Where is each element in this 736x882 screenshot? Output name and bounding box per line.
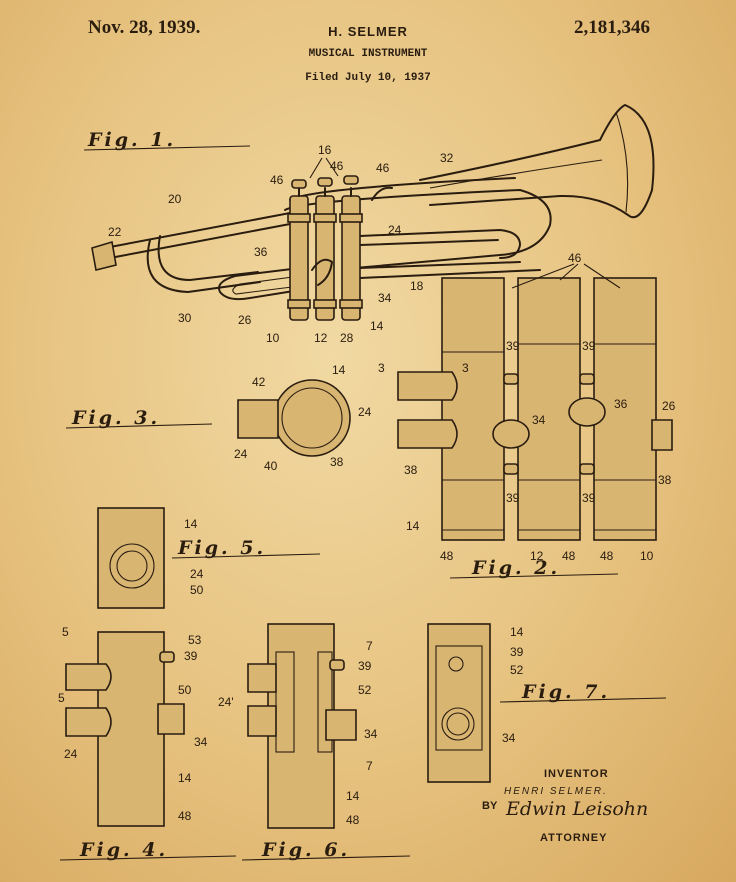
ref-52: 52 — [358, 683, 372, 697]
ref-26: 26 — [238, 313, 252, 327]
ref-24: 24 — [358, 405, 372, 419]
ref-48: 48 — [440, 549, 454, 563]
ref-46: 46 — [376, 161, 390, 175]
patent-date: Nov. 28, 1939. — [88, 17, 201, 38]
ref-24: 24 — [388, 223, 402, 237]
ref-3: 3 — [462, 361, 469, 375]
ref-34: 34 — [378, 291, 392, 305]
fig5-label: Fig. 5. — [177, 537, 266, 559]
fig7-drawing: Fig. 7. 14 39 52 34 — [427, 623, 667, 783]
ref-53: 53 — [188, 633, 202, 647]
ref-34: 34 — [502, 731, 516, 745]
patent-number: 2,181,346 — [574, 17, 650, 38]
ref-34: 34 — [532, 413, 546, 427]
ref-18: 18 — [410, 279, 424, 293]
fig6-label: Fig. 6. — [261, 839, 350, 861]
fig3-label: Fig. 3. — [71, 407, 160, 429]
ref-34: 34 — [364, 727, 378, 741]
ref-26: 26 — [662, 399, 676, 413]
inventor-label: INVENTOR — [544, 768, 609, 780]
ref-24: 24 — [190, 567, 204, 581]
ref-46: 46 — [568, 251, 582, 265]
ref-7: 7 — [366, 639, 373, 653]
fig4-label: Fig. 4. — [79, 839, 168, 861]
ref-12: 12 — [530, 549, 544, 563]
ref-14: 14 — [510, 625, 524, 639]
ref-28: 28 — [340, 331, 354, 345]
ref-10: 10 — [640, 549, 654, 563]
ref-39: 39 — [582, 339, 596, 353]
ref-48: 48 — [562, 549, 576, 563]
ref-42: 42 — [252, 375, 266, 389]
cross-section-figure: Fig. 3. 42 14 24 40 38 — [65, 363, 351, 473]
ref-10: 10 — [266, 331, 280, 345]
ref-14: 14 — [346, 789, 360, 803]
ref-46: 46 — [270, 173, 284, 187]
ref-14: 14 — [370, 319, 384, 333]
attorney-signature: Edwin Leisohn — [506, 798, 649, 820]
ref-39: 39 — [582, 491, 596, 505]
ref-5: 5 — [58, 691, 65, 705]
fig1-label: Fig. 1. — [87, 129, 176, 151]
ref-52: 52 — [510, 663, 524, 677]
ref-14: 14 — [178, 771, 192, 785]
ref-38: 38 — [330, 455, 344, 469]
ref-50: 50 — [190, 583, 204, 597]
ref-34: 34 — [194, 735, 208, 749]
by-label: BY — [482, 800, 498, 812]
ref-14: 14 — [332, 363, 346, 377]
ref-3: 3 — [378, 361, 385, 375]
trumpet-figure: Fig. 1. 16 46 46 46 32 20 22 36 24 18 34… — [83, 104, 655, 345]
ref-39: 39 — [506, 339, 520, 353]
ref-46: 46 — [330, 159, 344, 173]
ref-39: 39 — [184, 649, 198, 663]
ref-30: 30 — [178, 311, 192, 325]
ref-14: 14 — [184, 517, 198, 531]
ref-39: 39 — [510, 645, 524, 659]
ref-38: 38 — [404, 463, 418, 477]
fig4-drawing: Fig. 4. 5 53 39 5 50 24 34 14 48 — [58, 625, 237, 861]
ref-36: 36 — [254, 245, 268, 259]
ref-40: 40 — [264, 459, 278, 473]
ref-38: 38 — [658, 473, 672, 487]
ref-24: 24 — [234, 447, 248, 461]
attorney-label: ATTORNEY — [540, 832, 608, 844]
patent-subject: MUSICAL INSTRUMENT — [308, 48, 428, 60]
fig2-label: Fig. 2. — [471, 557, 560, 579]
ref-12: 12 — [314, 331, 328, 345]
inventor-name: HENRI SELMER. — [504, 786, 608, 797]
ref-48: 48 — [346, 813, 360, 827]
ref-39: 39 — [358, 659, 372, 673]
filed-date: Filed July 10, 1937 — [305, 72, 431, 84]
valve-assembly-figure: Fig. 2. 46 3 3 24 39 39 34 36 26 38 38 3… — [358, 251, 676, 579]
ref-20: 20 — [168, 192, 182, 206]
inventor-header: H. SELMER — [328, 24, 408, 39]
ref-48: 48 — [178, 809, 192, 823]
ref-22: 22 — [108, 225, 122, 239]
ref-39: 39 — [506, 491, 520, 505]
ref-32: 32 — [440, 151, 454, 165]
ref-16: 16 — [318, 143, 332, 157]
ref-24-prime: 24' — [218, 695, 234, 709]
ref-50: 50 — [178, 683, 192, 697]
ref-36: 36 — [614, 397, 628, 411]
ref-7: 7 — [366, 759, 373, 773]
fig7-label: Fig. 7. — [521, 681, 610, 703]
ref-5: 5 — [62, 625, 69, 639]
ref-14: 14 — [406, 519, 420, 533]
fig5-drawing: Fig. 5. 14 24 50 — [97, 507, 321, 609]
fig6-drawing: Fig. 6. 7 39 52 24' 34 7 14 48 — [218, 623, 411, 861]
ref-48: 48 — [600, 549, 614, 563]
ref-24: 24 — [64, 747, 78, 761]
